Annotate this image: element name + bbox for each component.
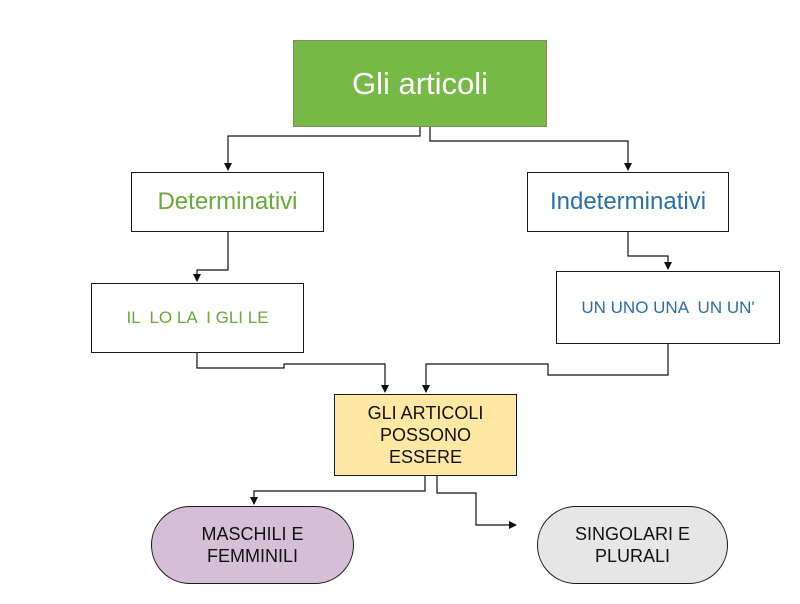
- indeterminativi-node: Indeterminativi: [527, 172, 729, 232]
- maschili-label: MASCHILI E FEMMINILI: [201, 524, 304, 566]
- indeterminativi-list-node: UN UNO UNA UN UN': [556, 271, 780, 344]
- connector-middle-to-maschili: [250, 476, 426, 505]
- connector-middle-to-singolari: [436, 476, 517, 529]
- root-label: Gli articoli: [351, 65, 489, 101]
- singolari-node: SINGOLARI E PLURALI: [537, 506, 728, 584]
- middle-node: GLI ARTICOLI POSSONO ESSERE: [334, 394, 517, 476]
- root-node: Gli articoli: [293, 40, 547, 127]
- connector-root-to-determinativi: [224, 127, 421, 171]
- connector-indet-list-to-middle: [422, 344, 669, 393]
- determinativi-list-node: IL LO LA I GLI LE: [91, 283, 304, 353]
- determinativi-label: Determinativi: [157, 188, 298, 215]
- indeterminativi-list-label: UN UNO UNA UN UN': [581, 297, 755, 317]
- singolari-label: SINGOLARI E PLURALI: [574, 524, 691, 566]
- connector-indeterminativi-to-list: [627, 232, 672, 270]
- indeterminativi-label: Indeterminativi: [549, 188, 707, 215]
- determinativi-node: Determinativi: [131, 172, 324, 232]
- connector-determinativi-to-list: [193, 232, 229, 282]
- middle-label: GLI ARTICOLI POSSONO ESSERE: [367, 403, 484, 467]
- connector-root-to-indeterminativi: [429, 127, 632, 171]
- maschili-node: MASCHILI E FEMMINILI: [151, 506, 354, 584]
- determinativi-list-label: IL LO LA I GLI LE: [126, 308, 269, 327]
- connector-det-list-to-middle: [196, 353, 389, 393]
